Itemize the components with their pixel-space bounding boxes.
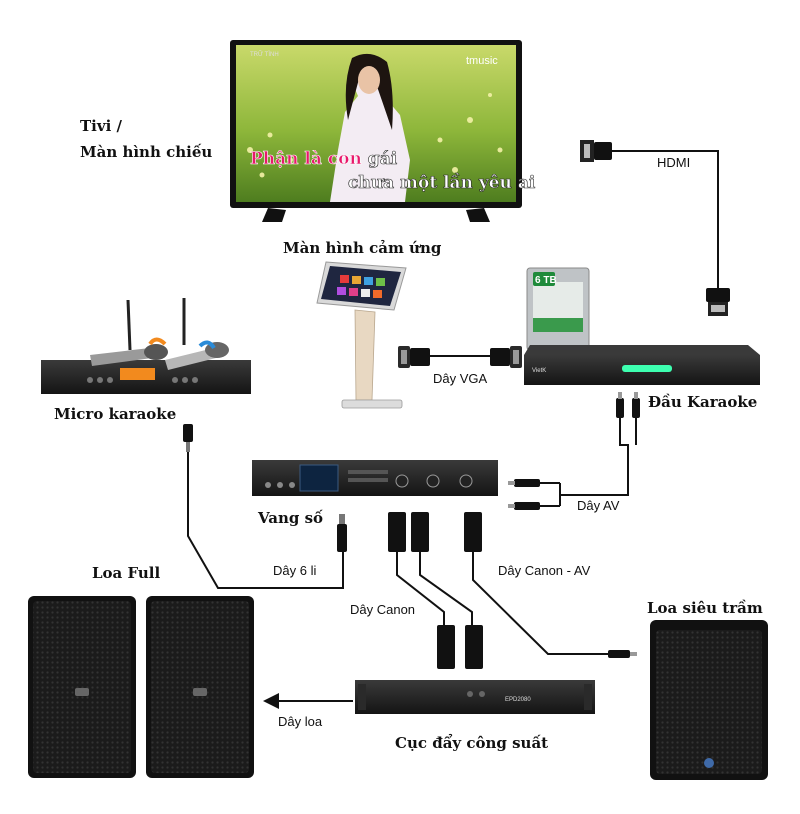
cables — [187, 150, 719, 709]
canon-plugs-amp — [437, 625, 483, 669]
tv-screen: TRỮ TÌNH tmusic Phận là con gái chưa một… — [230, 40, 536, 222]
touch-screen-label: Màn hình cảm ứng — [283, 239, 442, 257]
tv-label-line1: Tivi / — [80, 117, 122, 135]
tv-lyric-line1: Phận là con gái — [250, 149, 398, 169]
hdmi-plug-player — [706, 288, 730, 316]
cable-6li — [187, 452, 344, 589]
player-brand: VietK — [532, 368, 546, 374]
vga-label: Dây VGA — [433, 371, 488, 386]
tv-channel-text: TRỮ TÌNH — [250, 51, 279, 58]
micro-label: Micro karaoke — [54, 405, 176, 423]
power-amplifier: EPD2080 — [355, 680, 595, 714]
tv-lyric-rest: gái — [362, 149, 398, 169]
plug-6li-mic — [183, 424, 193, 452]
amplifier-label: Cục đẩy công suất — [395, 734, 548, 752]
plug-6li-mixer — [337, 514, 347, 552]
hdmi-plug-tv — [580, 140, 612, 162]
karaoke-player: VietK — [524, 345, 760, 385]
av-plugs-player — [616, 392, 640, 418]
digital-mixer — [252, 460, 498, 496]
subwoofer-label: Loa siêu trầm — [647, 599, 763, 617]
hdd-capacity: 6 TB — [535, 275, 557, 286]
av-cable — [540, 418, 637, 507]
wireless-mic-receiver — [41, 298, 251, 394]
canon-av-cable — [472, 552, 608, 655]
plug-subwoofer — [608, 650, 637, 658]
player-led — [622, 365, 672, 372]
touch-screen-kiosk — [316, 261, 407, 409]
karaoke-player-label: Đầu Karaoke — [648, 393, 757, 411]
full-speaker-right — [146, 596, 254, 778]
canon-av-label: Dây Canon - AV — [498, 563, 591, 578]
hdmi-cable — [612, 150, 719, 288]
tv-brand: tmusic — [466, 55, 498, 67]
hdmi-label: HDMI — [657, 155, 690, 170]
subwoofer-speaker — [650, 620, 768, 780]
vga-plug-right — [490, 346, 522, 368]
cable-6li-label: Dây 6 li — [273, 563, 316, 578]
av-plugs-mixer — [508, 479, 540, 510]
tv-label-line2: Màn hình chiếu — [80, 143, 212, 161]
tv-lyric-line2: chưa một lần yêu ai — [348, 173, 536, 193]
canon-cable — [396, 552, 473, 625]
vga-plug-left — [398, 346, 430, 368]
canon-plugs-mixer — [388, 512, 482, 552]
canon-label: Dây Canon — [350, 602, 415, 617]
speaker-cable-label: Dây loa — [278, 714, 323, 729]
full-speaker-left — [28, 596, 136, 778]
amp-model: EPD2080 — [505, 697, 531, 703]
mixer-label: Vang số — [257, 509, 323, 527]
tv-lyric-highlight: Phận là con — [250, 149, 362, 169]
av-label: Dây AV — [577, 498, 620, 513]
loa-full-label: Loa Full — [92, 564, 160, 582]
hard-drive: 6 TB — [526, 267, 590, 351]
singer-figure — [330, 56, 410, 203]
